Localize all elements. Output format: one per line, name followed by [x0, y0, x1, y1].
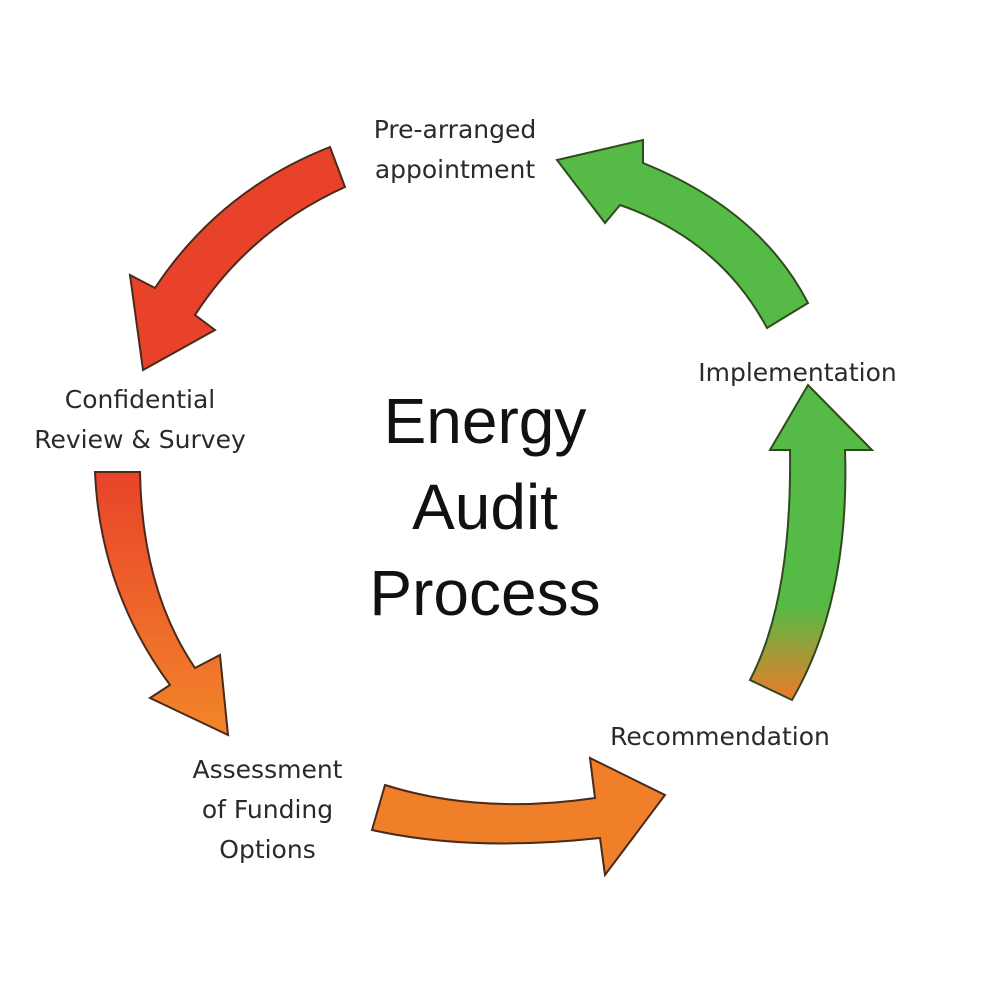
step-label-line: Confidential: [64, 385, 216, 414]
step-label-line: Assessment: [192, 755, 343, 784]
step-implementation: Implementation: [675, 353, 920, 393]
step-label-line: of Funding: [201, 795, 334, 824]
title-line: Process: [369, 557, 601, 629]
step-pre-arranged-appointment: Pre-arranged appointment: [350, 110, 560, 190]
step-recommendation: Recommendation: [585, 717, 855, 757]
title-line: Energy: [383, 385, 587, 457]
arrow-review-to-assessment: [93, 471, 230, 737]
arrow-appointment-to-review: [128, 145, 347, 372]
arrow-assessment-to-recommendation: [370, 756, 667, 878]
step-label-line: appointment: [374, 155, 536, 184]
step-label-line: Options: [219, 835, 316, 864]
step-confidential-review: Confidential Review & Survey: [15, 380, 265, 460]
step-label-line: Pre-arranged: [373, 115, 537, 144]
diagram-title: Energy Audit Process: [285, 378, 685, 636]
arrow-recommendation-to-implementation: [748, 383, 875, 702]
title-line: Audit: [412, 471, 558, 543]
step-label-line: Review & Survey: [34, 425, 246, 454]
arrow-implementation-to-appointment: [555, 138, 810, 330]
step-assessment-funding: Assessment of Funding Options: [170, 750, 365, 870]
step-label-line: Recommendation: [610, 722, 830, 751]
step-label-line: Implementation: [698, 358, 897, 387]
